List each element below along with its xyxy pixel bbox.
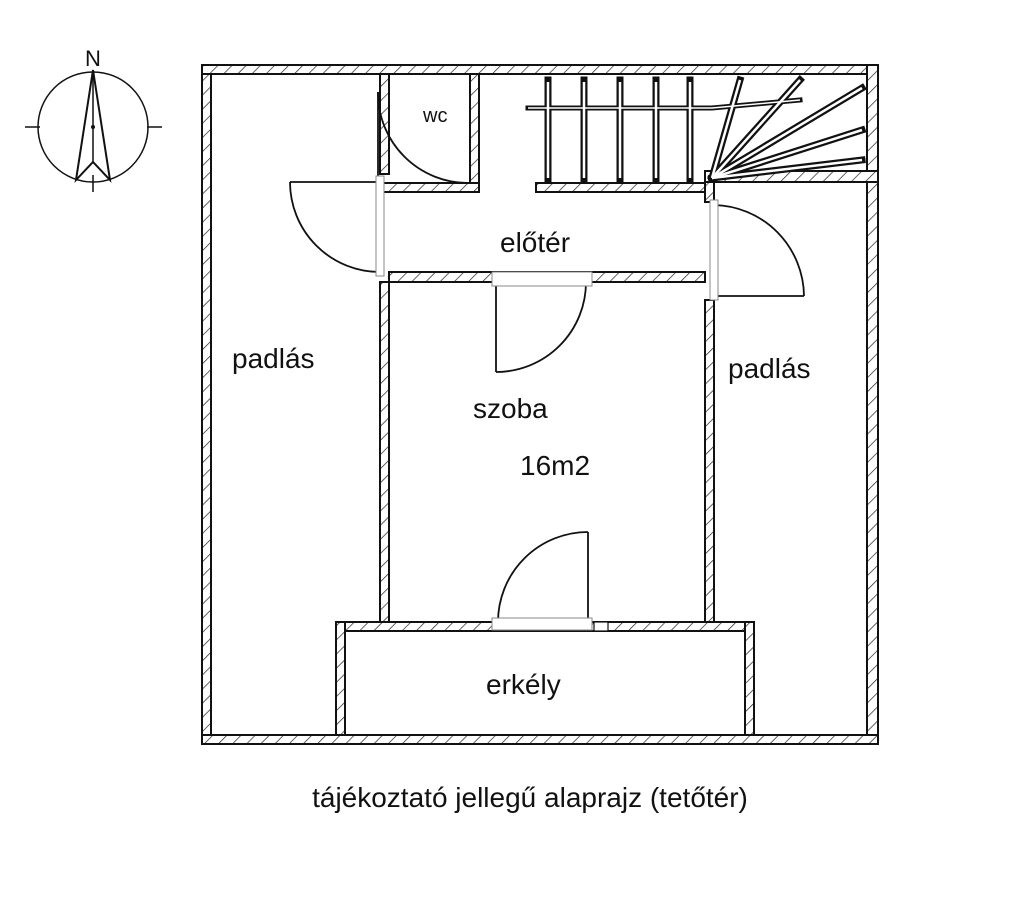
door-padlas-left	[289, 175, 385, 277]
door-erkely	[491, 531, 609, 632]
door-padlas-right	[709, 199, 805, 301]
compass: N	[25, 46, 162, 192]
room-label-szoba: szoba	[473, 393, 548, 424]
door-wc	[377, 91, 469, 184]
room-label-wc: wc	[422, 105, 447, 127]
compass-north-label: N	[85, 46, 101, 71]
plan-caption: tájékoztató jellegű alaprajz (tetőtér)	[312, 782, 748, 813]
room-label-padlas-right: padlás	[728, 353, 811, 384]
room-label-erkely: erkély	[486, 669, 561, 700]
room-area-szoba: 16m2	[520, 450, 590, 481]
door-szoba-top	[491, 271, 593, 373]
doors	[289, 91, 805, 632]
room-label-eloter: előtér	[500, 227, 570, 258]
room-label-padlas-left: padlás	[232, 343, 315, 374]
